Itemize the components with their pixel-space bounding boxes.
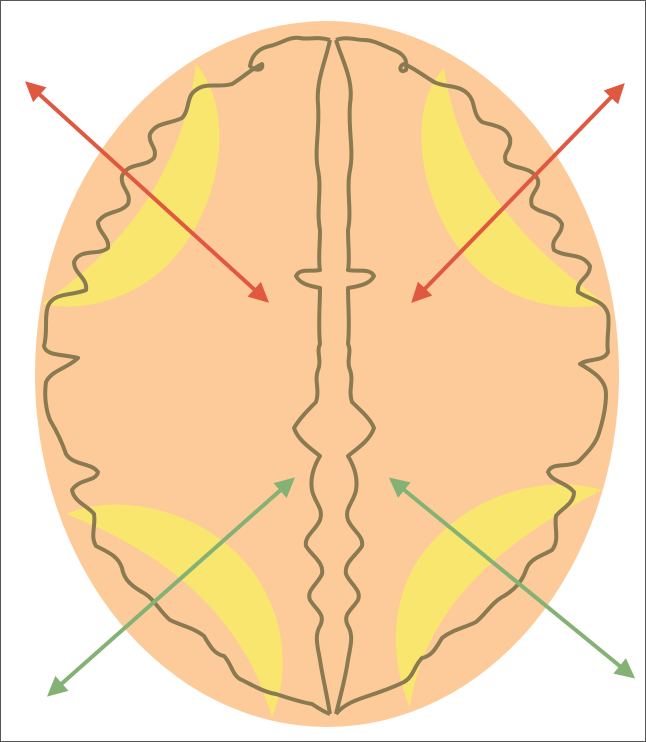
head-ellipse	[35, 21, 619, 727]
